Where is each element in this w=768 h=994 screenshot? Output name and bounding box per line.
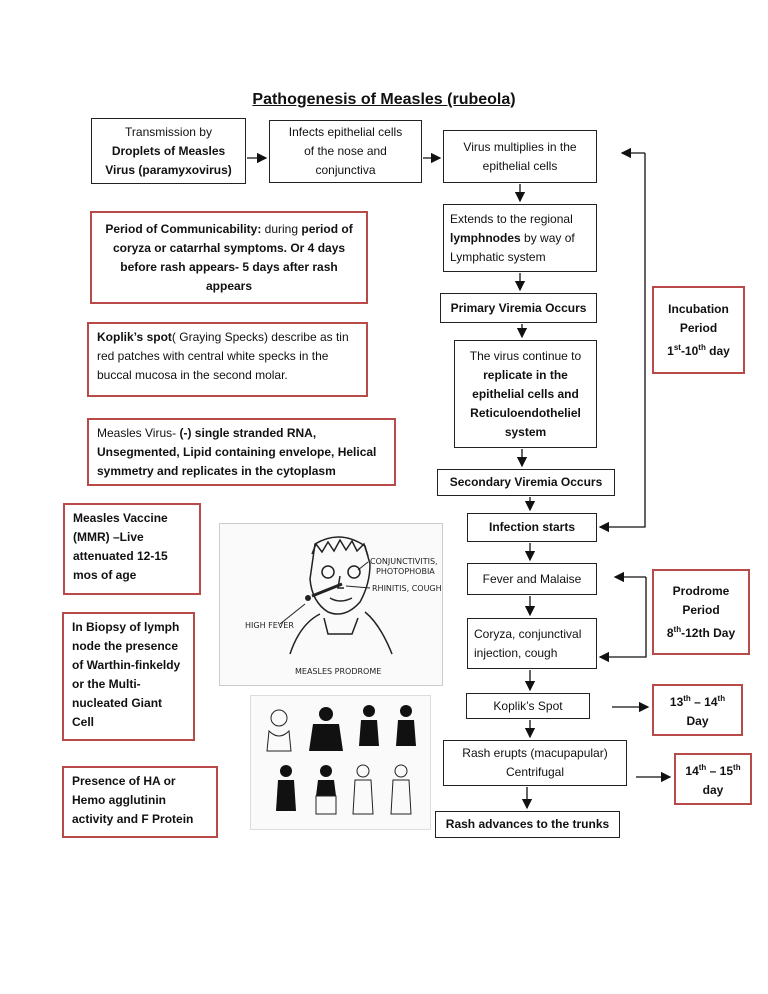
infects-box: Infects epithelial cells of the nose and… <box>269 120 422 183</box>
secondary-viremia-label: Secondary Viremia Occurs <box>449 475 603 489</box>
koplik-days-sup-2: th <box>717 694 726 703</box>
coryza-line1: Coryza, conjunctival <box>474 626 582 641</box>
extends-lymphnodes: lymphnodes <box>450 230 521 245</box>
incubation-day-mid: -10 <box>680 343 699 358</box>
koplik-box: Koplik’s Spot <box>466 693 590 719</box>
sketch-label-photophobia: PHOTOPHOBIA <box>376 567 435 576</box>
virus-note: Measles Virus- (-) single stranded RNA, … <box>87 418 396 486</box>
vaccine-note-text: Measles Vaccine (MMR) –Live attenuated 1… <box>73 511 168 582</box>
multiplies-line2: epithelial cells <box>482 158 558 173</box>
measles-prodrome-sketch: CONJUNCTIVITIS, PHOTOPHOBIA RHINITIS, CO… <box>219 523 443 686</box>
virus-note-heading: Measles Virus- <box>97 426 180 440</box>
rash-box: Rash erupts (macupapular) Centrifugal <box>443 740 627 786</box>
rash-advances-label: Rash advances to the trunks <box>445 817 610 831</box>
fever-box: Fever and Malaise <box>467 563 597 595</box>
primary-viremia-label: Primary Viremia Occurs <box>450 300 587 315</box>
infection-label: Infection starts <box>488 520 575 534</box>
infects-line1: Infects epithelial cells <box>288 125 403 139</box>
virus-note-text: (-) single stranded RNA, Unsegmented, Li… <box>97 426 377 478</box>
communicability-text: period of coryza or catarrhal symptoms. … <box>112 221 353 293</box>
incubation-label-2: Period <box>679 320 718 335</box>
infects-line2: of the nose and <box>304 144 387 158</box>
prodrome-sup: th <box>673 624 682 634</box>
multiplies-line1: Virus multiplies in the <box>463 139 577 154</box>
koplik-days-mid: – 14 <box>690 695 718 709</box>
infection-box: Infection starts <box>467 513 597 542</box>
vaccine-note: Measles Vaccine (MMR) –Live attenuated 1… <box>63 503 201 595</box>
page-title: Pathogenesis of Measles (rubeola) <box>252 91 516 108</box>
prodrome-face-drawing: CONJUNCTIVITIS, PHOTOPHOBIA RHINITIS, CO… <box>245 536 442 676</box>
koplik-days-start: 13 <box>669 695 684 709</box>
continue-line2: replicate in the <box>483 367 568 382</box>
coryza-box: Coryza, conjunctival injection, cough <box>467 618 597 669</box>
rash-days-mid: – 15 <box>706 764 734 778</box>
koplik-note-text: ( Graying Specks) describe as tin red pa… <box>97 330 349 382</box>
extends-box: Extends to the regional lymphnodes by wa… <box>443 204 597 272</box>
sketch-label-conjunctivitis: CONJUNCTIVITIS, <box>370 557 438 566</box>
infects-line3: conjunctiva <box>315 163 376 177</box>
prodrome-day-mid: -12th Day <box>681 625 736 640</box>
transmission-line3: Virus (paramyxovirus) <box>105 162 232 177</box>
continue-line4: Reticuloendotheliel <box>470 405 581 420</box>
continue-line1: The virus continue to <box>469 348 582 363</box>
biopsy-note-text: In Biopsy of lymph node the presence of … <box>72 620 181 729</box>
rash-days-label: day <box>702 783 724 797</box>
extends-line3: Lymphatic system <box>450 249 546 264</box>
koplik-days-box: 13th – 14th Day <box>652 684 743 736</box>
koplik-days-sup-1: th <box>683 694 691 703</box>
continue-line5: system <box>504 424 547 439</box>
fever-label: Fever and Malaise <box>482 571 582 586</box>
coryza-line2: injection, cough <box>474 645 558 660</box>
rash-days-start: 14 <box>685 764 699 778</box>
koplik-label: Koplik’s Spot <box>493 698 563 713</box>
incubation-day-end: day <box>705 343 730 358</box>
incubation-label-1: Incubation <box>668 301 729 316</box>
incubation-sup-2: th <box>698 342 706 352</box>
transmission-line1: Transmission by <box>125 124 212 139</box>
extends-line1: Extends to the regional <box>450 211 573 226</box>
ha-note-text: Presence of HA or Hemo agglutinin activi… <box>72 774 194 826</box>
prodrome-label-2: Period <box>682 602 720 617</box>
rash-line2: Centrifugal <box>505 765 565 779</box>
transmission-line2: Droplets of Measles <box>111 143 226 158</box>
sketch-label-prodrome: MEASLES PRODROME <box>295 667 381 676</box>
incubation-day-start: 1 <box>667 343 674 358</box>
sketch-label-rhinitis: RHINITIS, COUGH <box>372 584 442 593</box>
primary-viremia-box: Primary Viremia Occurs <box>440 293 597 323</box>
extends-line2b: by way of <box>520 230 575 245</box>
rash-line1: Rash erupts (macupapular) <box>462 746 608 760</box>
koplik-days-label: Day <box>686 714 709 728</box>
prodrome-day-start: 8 <box>666 625 674 640</box>
ha-note: Presence of HA or Hemo agglutinin activi… <box>62 766 218 838</box>
koplik-note-heading: Koplik’s spot <box>97 330 172 344</box>
prodrome-label-1: Prodrome <box>672 583 730 598</box>
communicability-during: during <box>261 221 302 236</box>
communicability-heading: Period of Communicability: <box>105 221 262 236</box>
rash-days-box: 14th – 15th day <box>674 753 752 805</box>
rash-advances-box: Rash advances to the trunks <box>435 811 620 838</box>
transmission-box: Transmission by Droplets of Measles Viru… <box>91 118 246 184</box>
rash-figures-drawing <box>266 705 416 815</box>
sketch-label-high-fever: HIGH FEVER <box>245 621 294 630</box>
incubation-sup-1: st <box>673 342 681 352</box>
rash-progression-sketch <box>250 695 431 830</box>
incubation-period-box: Incubation Period 1st-10th day <box>652 286 745 374</box>
continue-line3: epithelial cells and <box>472 386 579 401</box>
koplik-note: Koplik’s spot( Graying Specks) describe … <box>87 322 368 397</box>
rash-days-sup-2: th <box>733 763 741 772</box>
secondary-viremia-box: Secondary Viremia Occurs <box>437 469 615 496</box>
prodrome-period-box: Prodrome Period 8th-12th Day <box>652 569 750 655</box>
multiplies-box: Virus multiplies in the epithelial cells <box>443 130 597 183</box>
biopsy-note: In Biopsy of lymph node the presence of … <box>62 612 195 741</box>
rash-days-sup-1: th <box>698 763 707 772</box>
communicability-note: Period of Communicability: during period… <box>90 211 368 304</box>
continue-box: The virus continue to replicate in the e… <box>454 340 597 448</box>
